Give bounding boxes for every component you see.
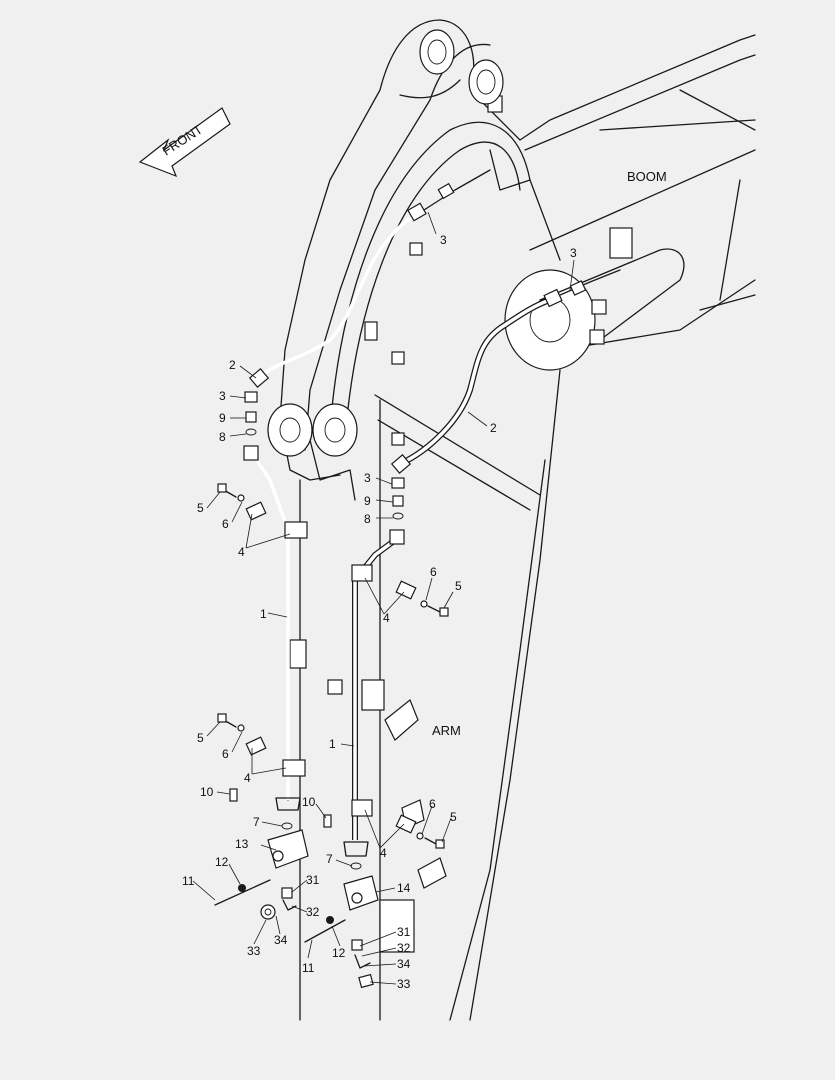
callout: 32	[306, 905, 320, 919]
callout: 1	[329, 737, 336, 751]
arm-structure: ARM	[267, 19, 561, 1021]
callout: 10	[302, 795, 316, 809]
callouts: 3 3 2 3 9 8 2 3 9 8 5 6 4 6 5 4 1 1 5 6 …	[182, 233, 577, 991]
callout: 9	[364, 494, 371, 508]
hose-right	[390, 269, 621, 474]
callout: 6	[222, 517, 229, 531]
callout: 5	[455, 579, 462, 593]
arm-label: ARM	[432, 723, 461, 738]
callout: 7	[253, 815, 260, 829]
leader-lines	[192, 211, 575, 985]
callout: 3	[570, 246, 577, 260]
pipe-right	[304, 477, 449, 989]
front-arrow-icon: FRONT	[138, 107, 231, 178]
callout: 5	[450, 810, 457, 824]
callout: 5	[197, 501, 204, 515]
callout: 4	[380, 846, 387, 860]
callout: 11	[182, 874, 195, 888]
callout: 4	[244, 771, 251, 785]
callout: 4	[383, 611, 390, 625]
callout: 33	[397, 977, 411, 991]
callout: 2	[229, 358, 236, 372]
callout: 34	[397, 957, 411, 971]
callout: 3	[219, 389, 226, 403]
callout: 12	[215, 855, 229, 869]
callout: 6	[429, 797, 436, 811]
callout: 9	[219, 411, 226, 425]
callout: 32	[397, 941, 411, 955]
callout: 31	[306, 873, 320, 887]
callout: 3	[364, 471, 371, 485]
callout: 3	[440, 233, 447, 247]
callout: 14	[397, 881, 411, 895]
callout: 7	[326, 852, 333, 866]
boom-structure: BOOM	[439, 19, 756, 371]
callout: 34	[274, 933, 288, 947]
callout: 12	[332, 946, 346, 960]
callout: 31	[397, 925, 411, 939]
hose-left	[248, 169, 491, 388]
callout: 33	[247, 944, 261, 958]
pipe-left	[214, 391, 309, 920]
callout: 10	[200, 785, 214, 799]
callout: 6	[222, 747, 229, 761]
callout: 8	[219, 430, 226, 444]
callout: 2	[490, 421, 497, 435]
boom-label: BOOM	[627, 169, 667, 184]
callout: 5	[197, 731, 204, 745]
callout: 4	[238, 545, 245, 559]
callout: 13	[235, 837, 249, 851]
callout: 11	[302, 961, 315, 975]
callout: 8	[364, 512, 371, 526]
callout: 1	[260, 607, 267, 621]
callout: 6	[430, 565, 437, 579]
